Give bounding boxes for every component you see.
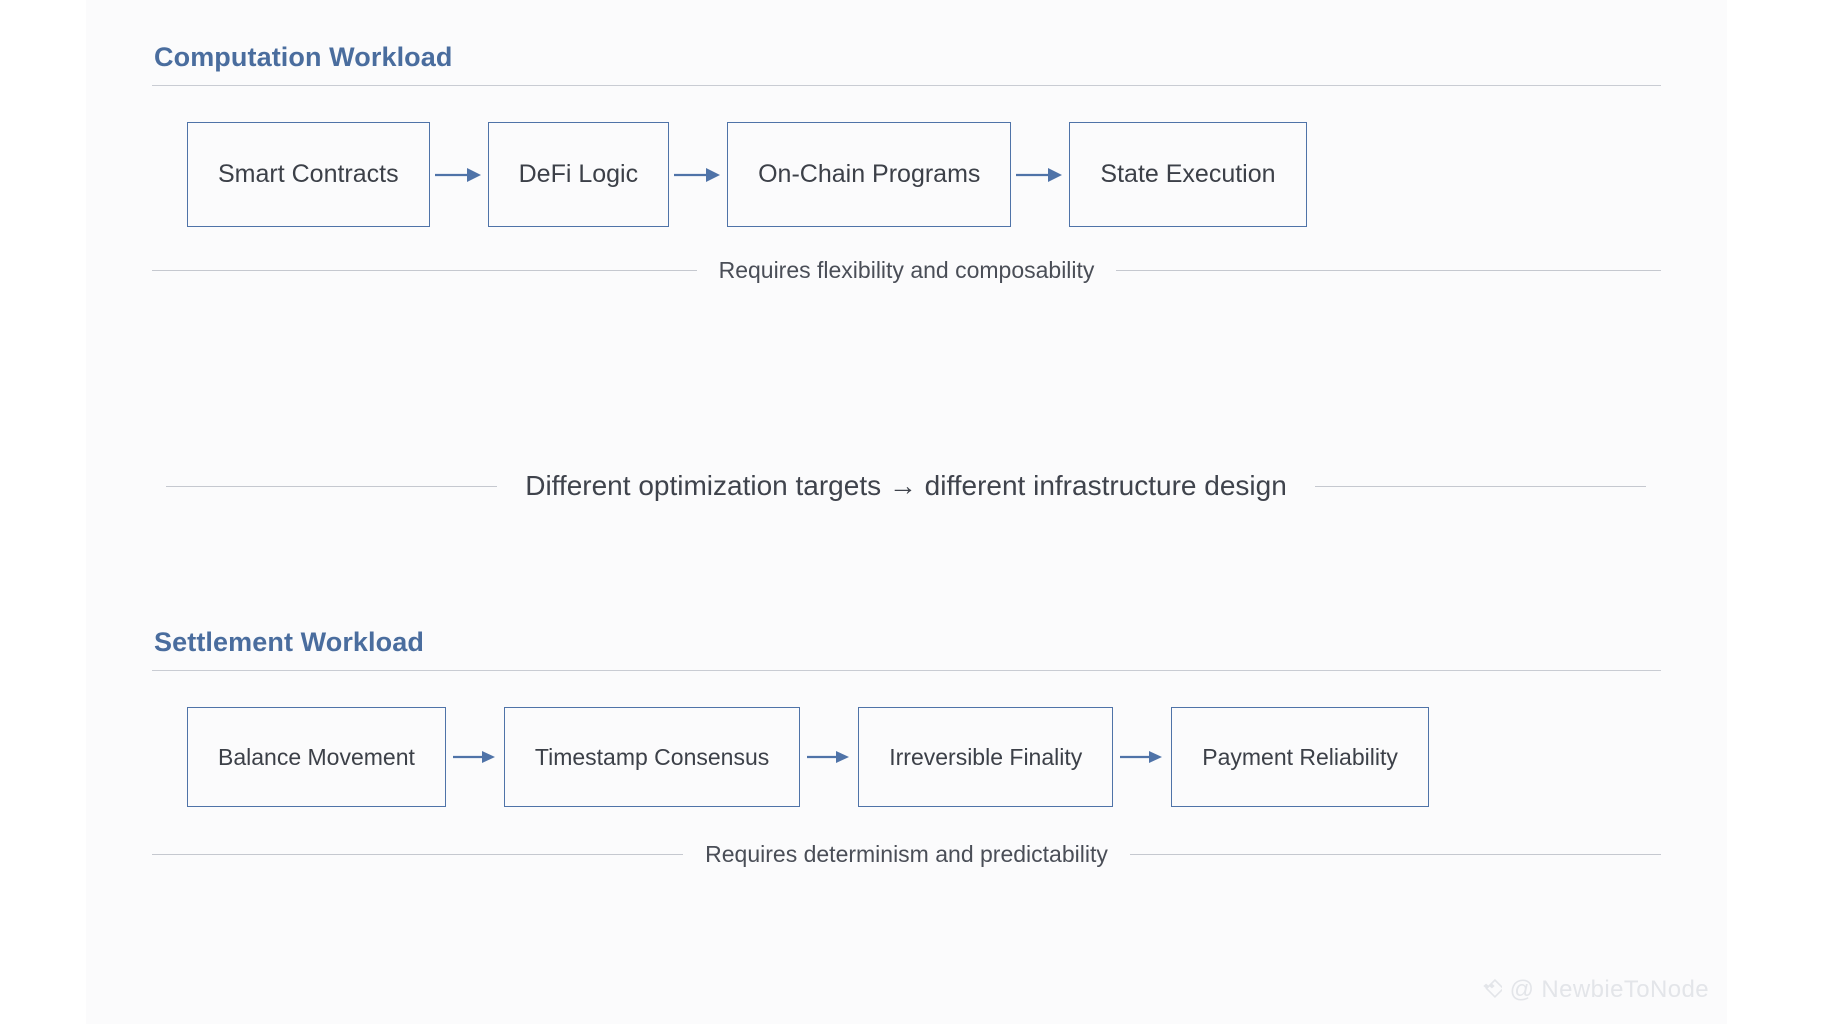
caption-settlement: Requires determinism and predictability — [152, 841, 1661, 868]
flow-node-state-execution[interactable]: State Execution — [1069, 122, 1307, 227]
flow-node-balance-movement[interactable]: Balance Movement — [187, 707, 446, 807]
flow-node-label: Smart Contracts — [218, 160, 399, 188]
arrow-right-icon — [1011, 165, 1069, 185]
flow-node-label: Timestamp Consensus — [534, 743, 770, 770]
section-settlement-workload: Settlement Workload Balance Movement Tim… — [152, 625, 1661, 868]
flow-node-label: Payment Reliability — [1202, 743, 1398, 770]
arrow-right-icon — [669, 165, 727, 185]
flow-node-timestamp-consensus[interactable]: Timestamp Consensus — [503, 707, 801, 807]
flow-node-on-chain-programs[interactable]: On-Chain Programs — [727, 122, 1012, 227]
watermark-text: @ NewbieToNode — [1509, 975, 1709, 1003]
caption-text: Requires flexibility and composability — [718, 257, 1095, 283]
caption-rule-right — [1129, 854, 1661, 855]
caption-rule-left — [152, 854, 684, 855]
divider-rule-right — [1314, 485, 1647, 487]
divider-rule-left — [166, 485, 498, 487]
section-title-computation: Computation Workload — [154, 42, 453, 72]
flow-node-label: State Execution — [1100, 160, 1276, 188]
flow-node-label: On-Chain Programs — [758, 160, 981, 188]
divider-optimization-targets: Different optimization targets → differe… — [166, 470, 1647, 502]
caption-text: Requires determinism and predictability — [705, 841, 1108, 867]
slide-card: Computation Workload Smart Contracts DeF… — [86, 0, 1727, 1024]
arrow-right-icon — [430, 165, 488, 185]
flow-node-irreversible-finality[interactable]: Irreversible Finality — [858, 707, 1114, 807]
diamond-logo-icon — [1476, 973, 1505, 1006]
divider-text: Different optimization targets → differe… — [525, 470, 1287, 501]
section-divider-rule — [152, 670, 1661, 671]
section-computation-workload: Computation Workload Smart Contracts DeF… — [152, 40, 1661, 284]
flow-node-label: Balance Movement — [218, 743, 415, 770]
flow-settlement: Balance Movement Timestamp Consensus — [152, 707, 1661, 807]
flow-computation: Smart Contracts DeFi Logic — [152, 122, 1661, 227]
arrow-right-icon — [446, 747, 504, 767]
flow-node-defi-logic[interactable]: DeFi Logic — [487, 122, 670, 227]
flow-node-payment-reliability[interactable]: Payment Reliability — [1171, 707, 1429, 807]
flow-node-label: DeFi Logic — [518, 160, 639, 188]
caption-computation: Requires flexibility and composability — [152, 257, 1661, 284]
section-title-settlement: Settlement Workload — [154, 627, 424, 657]
arrow-right-icon — [1113, 747, 1171, 767]
caption-rule-right — [1116, 270, 1661, 271]
flow-node-label: Irreversible Finality — [889, 743, 1083, 770]
section-divider-rule — [152, 85, 1661, 86]
caption-rule-left — [152, 270, 697, 271]
arrow-right-icon — [800, 747, 858, 767]
watermark: @ NewbieToNode — [1476, 973, 1709, 1006]
flow-node-smart-contracts[interactable]: Smart Contracts — [187, 122, 430, 227]
